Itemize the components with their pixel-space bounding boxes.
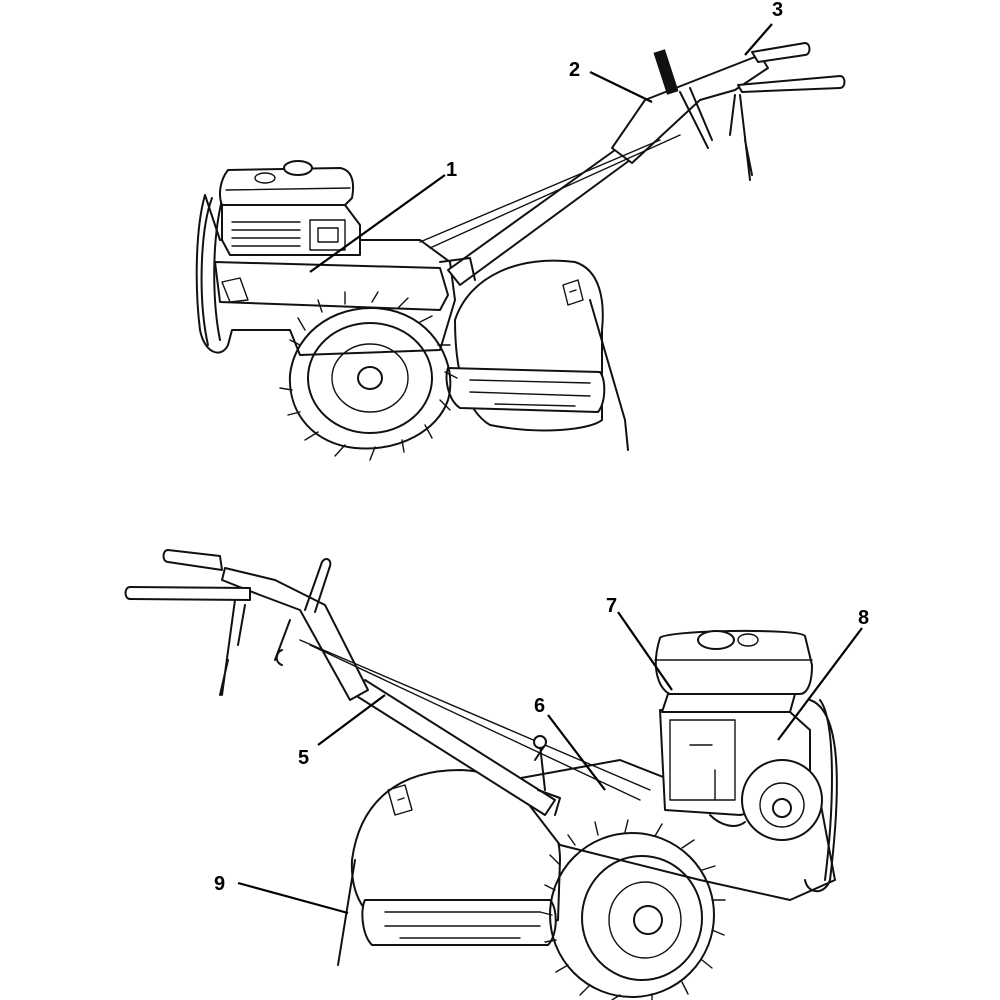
recoil-center-bottom (772, 798, 792, 818)
engine-fins-top (231, 219, 346, 251)
tank-rib-top (225, 187, 351, 191)
shift-lever-bottom (304, 558, 332, 613)
tiller-view-right (124, 549, 838, 1000)
callout-1: 1 (446, 159, 457, 181)
engine-detail-bottom (669, 719, 736, 801)
tank-vent-bottom (737, 633, 759, 647)
callout-7: 7 (606, 595, 617, 617)
side-cover-top (214, 261, 449, 311)
handle-grip-upper-top (751, 42, 811, 63)
leader-7 (617, 611, 673, 691)
leader-2 (589, 71, 653, 103)
callout-9: 9 (214, 873, 225, 895)
control-cables-top (419, 134, 681, 249)
front-bumper-bottom (804, 699, 838, 893)
recoil-hub-bottom (759, 782, 805, 828)
leader-5 (317, 694, 386, 746)
wheel-bottom (539, 819, 726, 1000)
skid-slot-bottom (384, 911, 541, 939)
callout-8: 8 (858, 607, 869, 629)
fuel-cap-bottom (697, 630, 735, 650)
handle-grip-upper-bottom (162, 549, 223, 571)
callout-2: 2 (569, 59, 580, 81)
shift-lever-top (679, 87, 713, 149)
pulley-guard-bottom (709, 814, 746, 827)
lever-knob-top (653, 49, 679, 95)
wheel-top (279, 291, 458, 461)
front-bumper-top (200, 197, 223, 346)
leader-6 (547, 714, 606, 791)
depth-knob-bottom (533, 735, 547, 749)
control-cables-bottom (299, 639, 651, 801)
callout-numbers: 1 2 3 5 6 7 8 9 (214, 0, 869, 895)
handle-grip-lower-top (737, 75, 846, 93)
side-cover-vent (221, 277, 249, 303)
leaders (237, 23, 863, 915)
clutch-bail-top (729, 94, 753, 181)
hood-latch-bottom (387, 784, 413, 816)
fuel-tank-top (219, 167, 355, 206)
lever-link-bottom (274, 619, 291, 666)
leader-9 (237, 881, 349, 915)
leader-3 (744, 23, 773, 56)
fuel-cap-top (283, 160, 313, 176)
handlebar-head-bottom (221, 567, 369, 701)
skid-plate-top (445, 367, 606, 413)
handle-bracket-bottom (537, 789, 561, 816)
handlebar-head-top (611, 54, 769, 164)
tine-flap (589, 299, 629, 451)
handle-bracket-top (439, 257, 476, 281)
tank-vent-top (254, 172, 276, 184)
callout-3: 3 (772, 0, 783, 21)
skid-plate-bottom (361, 899, 557, 946)
leader-1 (309, 174, 446, 273)
tank-base-bottom (661, 693, 796, 713)
handle-grip-lower-bottom (124, 586, 251, 601)
tiller-view-left (195, 42, 846, 461)
clutch-bail-bottom (219, 599, 246, 696)
hood-latch (562, 279, 584, 306)
callout-5: 5 (298, 747, 309, 769)
skid-slot (469, 379, 591, 407)
leader-8 (777, 627, 863, 741)
callout-6: 6 (534, 695, 545, 717)
